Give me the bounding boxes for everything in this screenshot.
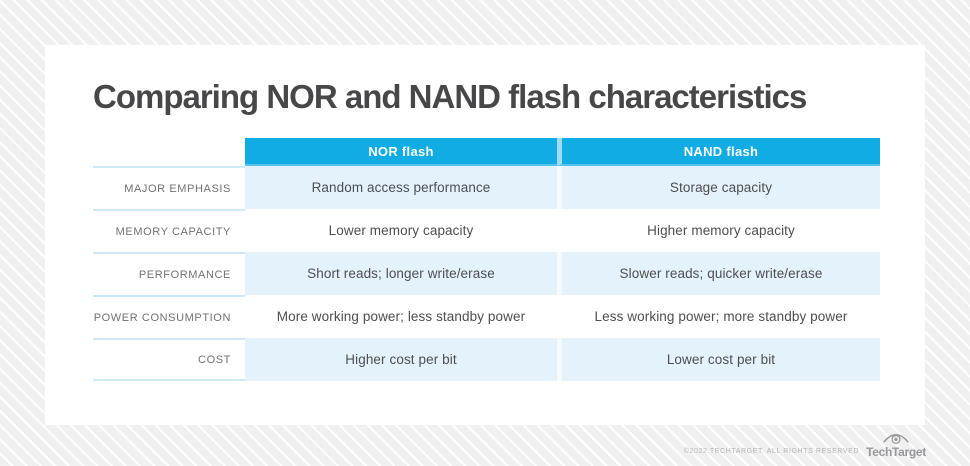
table-cell: Higher memory capacity xyxy=(557,209,880,252)
table-cell: Storage capacity xyxy=(557,166,880,209)
table-corner-cell xyxy=(93,138,245,166)
comparison-table: NOR flash NAND flash MAJOR EMPHASIS Rand… xyxy=(93,138,880,381)
table-cell: Lower cost per bit xyxy=(557,338,880,381)
table-cell: More working power; less standby power xyxy=(245,295,557,338)
column-header-nor: NOR flash xyxy=(245,138,557,166)
row-header-memory-capacity: MEMORY CAPACITY xyxy=(93,209,245,252)
copyright-text: ©2022 TECHTARGET. ALL RIGHTS RESERVED xyxy=(683,448,860,455)
content-card: Comparing NOR and NAND flash characteris… xyxy=(45,45,925,425)
table-cell: Less working power; more standby power xyxy=(557,295,880,338)
row-header-cost: COST xyxy=(93,338,245,381)
row-header-major-emphasis: MAJOR EMPHASIS xyxy=(93,166,245,209)
brand-wordmark: TechTarget xyxy=(866,445,926,459)
techtarget-logo: TechTarget xyxy=(866,430,926,458)
page-title: Comparing NOR and NAND flash characteris… xyxy=(93,78,807,115)
table-cell: Short reads; longer write/erase xyxy=(245,252,557,295)
row-header-performance: PERFORMANCE xyxy=(93,252,245,295)
row-header-power-consumption: POWER CONSUMPTION xyxy=(93,295,245,338)
table-cell: Random access performance xyxy=(245,166,557,209)
footer: ©2022 TECHTARGET. ALL RIGHTS RESERVED Te… xyxy=(684,430,926,458)
eye-icon xyxy=(883,433,909,444)
column-header-nand: NAND flash xyxy=(557,138,880,166)
table-cell: Lower memory capacity xyxy=(245,209,557,252)
table-cell: Higher cost per bit xyxy=(245,338,557,381)
table-cell: Slower reads; quicker write/erase xyxy=(557,252,880,295)
